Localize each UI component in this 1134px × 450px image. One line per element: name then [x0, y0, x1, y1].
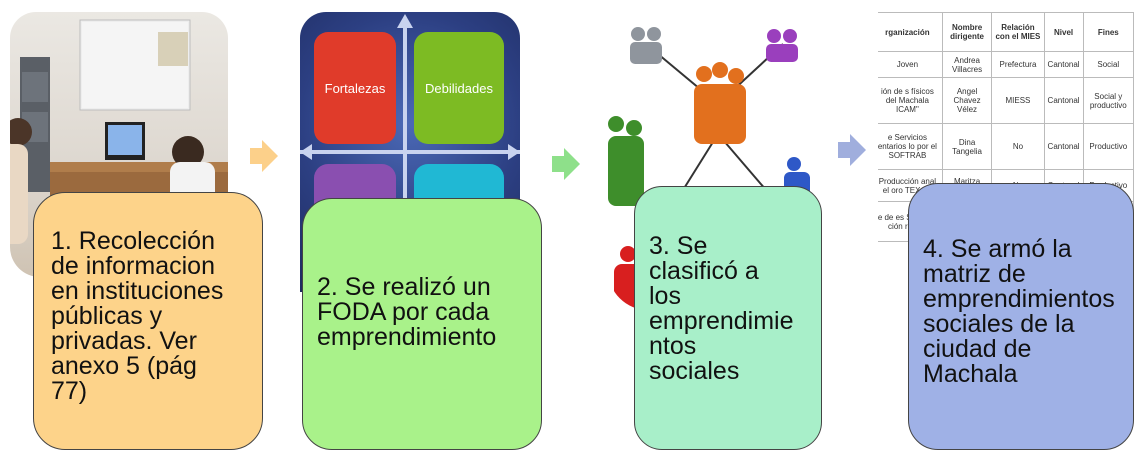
column-header: Nombre dirigente	[941, 12, 993, 52]
column-header: Relación con el MIES	[991, 12, 1045, 52]
column-header: Nivel	[1043, 12, 1084, 52]
step-1-line: anexo 5 (pág	[51, 352, 197, 380]
step-4-line: emprendimientos	[923, 285, 1115, 313]
step-1-box: 1. Recolección de informacion en institu…	[33, 192, 263, 450]
step-2-line: FODA por cada	[317, 298, 490, 326]
step-3-line: sociales	[649, 357, 740, 385]
table-cell: Prefectura	[991, 51, 1045, 78]
step-1-line: privadas. Ver	[51, 327, 197, 355]
step-4-line: sociales de la	[923, 310, 1075, 338]
table-cell: Cantonal	[1043, 51, 1084, 78]
table-cell: Social y productivo	[1082, 77, 1134, 124]
swot-fortalezas-label: Fortalezas	[324, 81, 386, 96]
step-3-line: ntos	[649, 332, 697, 360]
step-1-line: en instituciones	[51, 277, 224, 305]
table-cell: Dina Tangelia	[941, 123, 993, 170]
step-1-line: 77)	[51, 377, 88, 405]
table-cell: Social	[1082, 51, 1134, 78]
table-cell: MIESS	[991, 77, 1045, 124]
table-cell: Productivo	[1082, 123, 1134, 170]
step-4-line: Machala	[923, 360, 1018, 388]
step-3-line: los	[649, 282, 681, 310]
step-1-line: públicas y	[51, 302, 163, 330]
arrow-right-icon	[838, 134, 866, 166]
swot-debilidades-label: Debilidades	[425, 81, 493, 96]
table-cell: Joven	[878, 51, 943, 78]
table-row: Joven Andrea Villacres Prefectura Canton…	[878, 51, 1134, 78]
step-3-box: 3. Se clasificó a los emprendimie ntos s…	[634, 186, 822, 450]
arrow-right-icon	[552, 148, 580, 180]
column-header: rganización	[878, 12, 943, 52]
table-row: ión de s físicos del Machala ICAM" Angel…	[878, 77, 1134, 124]
table-cell: ión de s físicos del Machala ICAM"	[878, 77, 943, 124]
step-2-box: 2. Se realizó un FODA por cada emprendim…	[302, 198, 542, 450]
step-4-line: 4. Se armó la	[923, 235, 1072, 263]
table-cell: Andrea Villacres	[941, 51, 993, 78]
table-header-row: rganización Nombre dirigente Relación co…	[878, 12, 1134, 52]
step-2-line: emprendimiento	[317, 323, 497, 351]
table-row: e Servicios entarios lo por el SOFTRAB D…	[878, 123, 1134, 170]
table-cell: Cantonal	[1043, 123, 1084, 170]
step-4-line: matriz de	[923, 260, 1026, 288]
arrow-right-icon	[250, 140, 278, 172]
step-2-line: 2. Se realizó un	[317, 273, 491, 301]
column-header: Fines	[1082, 12, 1134, 52]
step-4-line: ciudad de	[923, 335, 1032, 363]
table-cell: Cantonal	[1043, 77, 1084, 124]
table-cell: No	[991, 123, 1045, 170]
step-3-line: emprendimie	[649, 307, 794, 335]
table-cell: e Servicios entarios lo por el SOFTRAB	[878, 123, 943, 170]
table-cell: Angel Chavez Vélez	[941, 77, 993, 124]
step-1-line: 1. Recolección	[51, 227, 215, 255]
step-4-box: 4. Se armó la matriz de emprendimientos …	[908, 183, 1134, 450]
step-3-line: clasificó a	[649, 257, 759, 285]
step-3-line: 3. Se	[649, 232, 708, 260]
step-1-line: de informacion	[51, 252, 215, 280]
